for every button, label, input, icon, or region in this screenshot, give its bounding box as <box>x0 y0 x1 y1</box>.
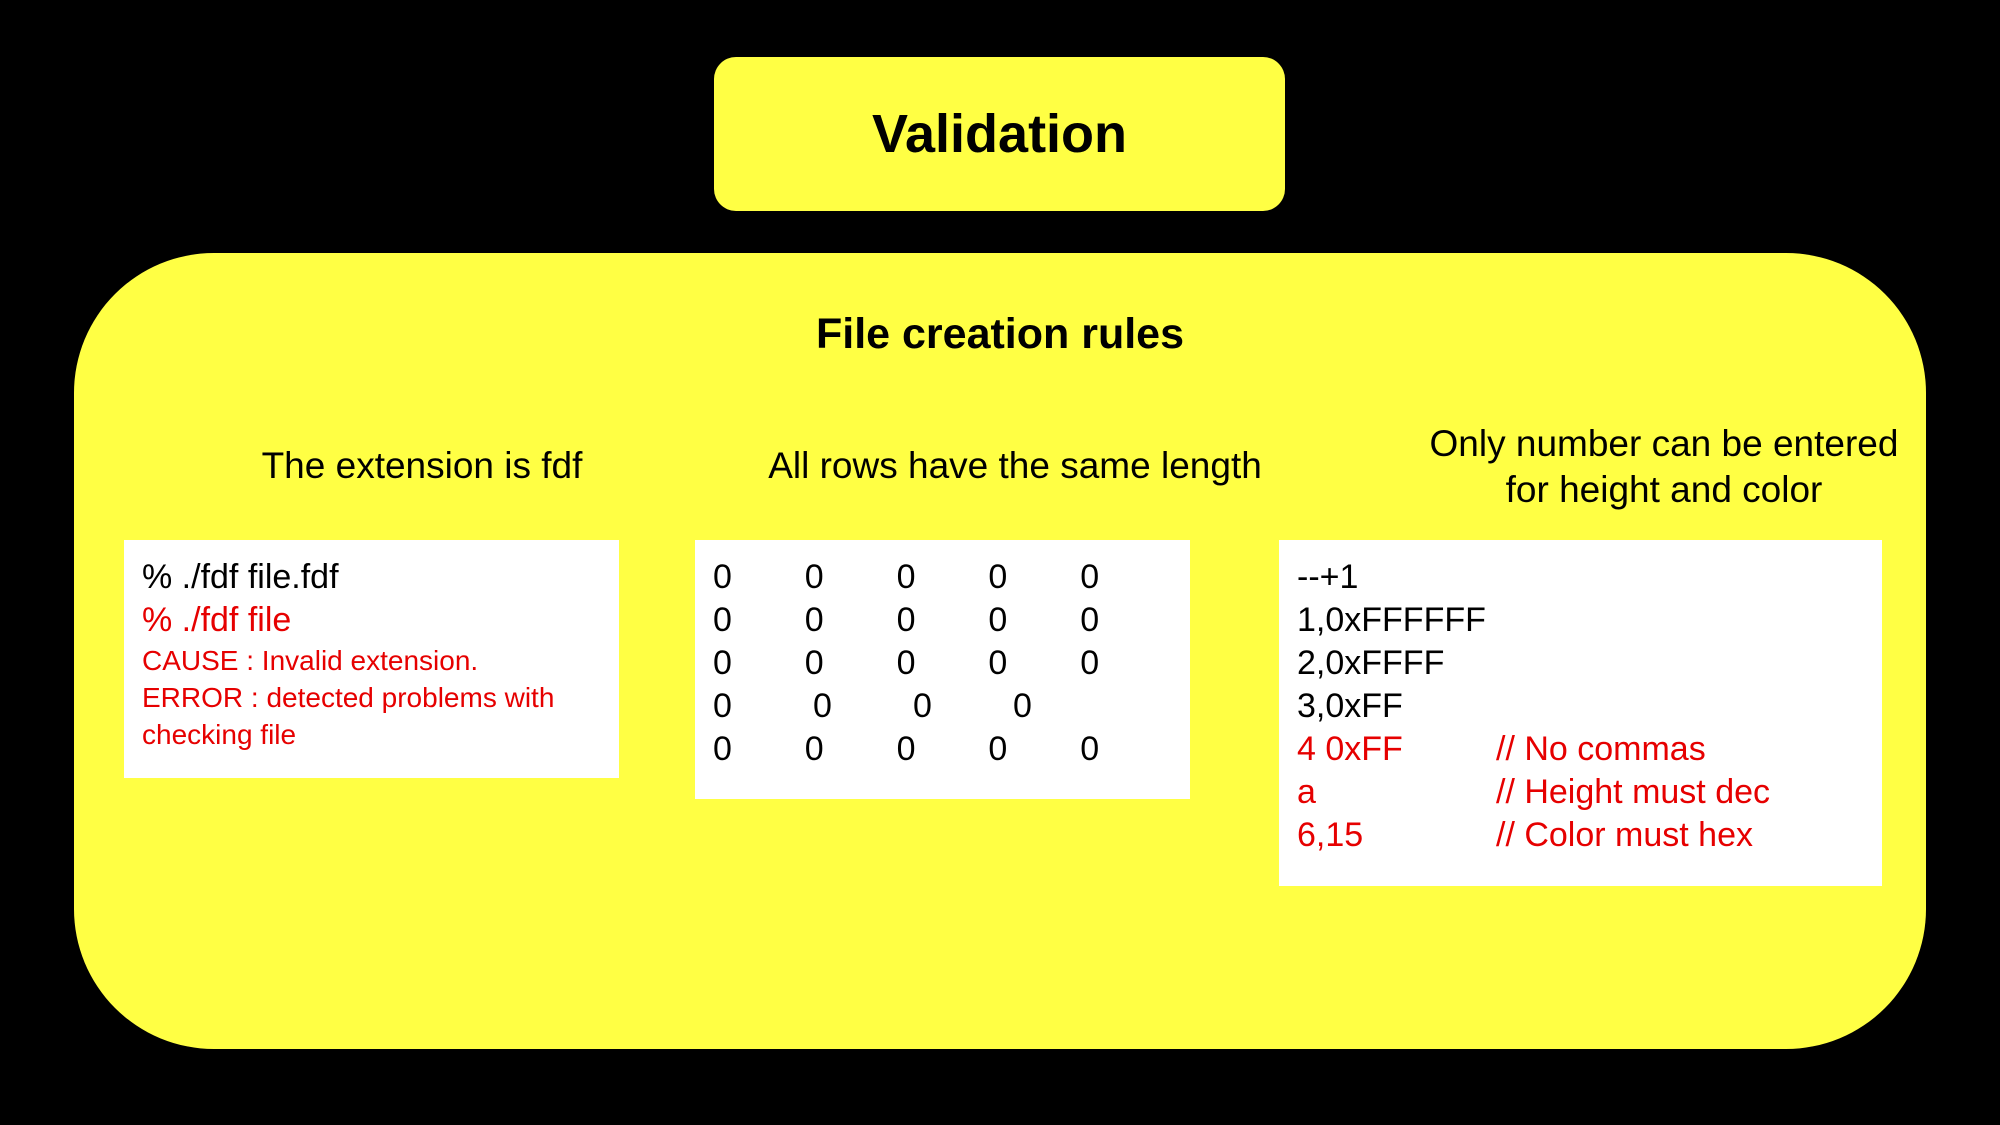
terminal-line: % ./fdf file.fdf <box>142 558 339 596</box>
value-text: 6,15 <box>1297 816 1364 854</box>
grid-cell: 0 <box>813 687 832 725</box>
value-text: a <box>1297 773 1316 811</box>
grid-cell: 0 <box>896 644 916 682</box>
value-row: --+1 <box>1297 556 1864 599</box>
grid-cell: 0 <box>804 558 824 596</box>
value-comment: // No commas <box>1496 730 1706 768</box>
number-example-card: --+1 1,0xFFFFFF 2,0xFFFF 3,0xFF 4 0xFF // No … <box>1279 540 1882 886</box>
grid-row: 0 0 0 0 0 <box>713 556 1172 599</box>
value-comment: // Height must dec <box>1496 773 1771 811</box>
grid-cell: 0 <box>804 601 824 639</box>
value-row: 6,15 // Color must hex <box>1297 814 1864 857</box>
grid-cell: 0 <box>988 644 1008 682</box>
value-row: 3,0xFF <box>1297 685 1864 728</box>
grid-cell: 0 <box>804 730 824 768</box>
grid-cell: 0 <box>713 687 732 725</box>
terminal-line: CAUSE : Invalid extension. <box>142 645 479 676</box>
row-length-rule-caption: All rows have the same length <box>768 445 1262 486</box>
grid-cell: 0 <box>913 687 932 725</box>
rules-panel: File creation rules The extension is fdf… <box>74 253 1926 1049</box>
grid-cell: 0 <box>988 730 1008 768</box>
grid-cell: 0 <box>1080 730 1100 768</box>
value-text: 4 0xFF <box>1297 730 1403 768</box>
value-text: 3,0xFF <box>1297 687 1403 725</box>
grid-cell: 0 <box>896 730 916 768</box>
number-rule-caption-line: for height and color <box>1505 469 1823 510</box>
grid-cell: 0 <box>896 601 916 639</box>
grid-cell: 0 <box>1080 601 1100 639</box>
value-text: 2,0xFFFF <box>1297 644 1445 682</box>
extension-rule-caption: The extension is fdf <box>261 445 583 486</box>
value-comment: // Color must hex <box>1496 816 1753 854</box>
grid-cell: 0 <box>1080 558 1100 596</box>
terminal-line: checking file <box>142 719 297 750</box>
slide-title: Validation <box>871 104 1128 164</box>
value-text: 1,0xFFFFFF <box>1297 601 1486 639</box>
value-row: 2,0xFFFF <box>1297 642 1864 685</box>
terminal-line: % ./fdf file <box>142 601 292 639</box>
grid-cell: 0 <box>713 730 732 768</box>
value-row: a // Height must dec <box>1297 771 1864 814</box>
value-row: 1,0xFFFFFF <box>1297 599 1864 642</box>
grid-cell: 0 <box>713 601 732 639</box>
grid-cell: 0 <box>713 558 732 596</box>
grid-row: 0 0 0 0 0 <box>713 599 1172 642</box>
grid-row: 0 0 0 0 0 <box>713 642 1172 685</box>
grid-cell: 0 <box>896 558 916 596</box>
grid-cell: 0 <box>988 558 1008 596</box>
grid-cell: 0 <box>1080 644 1100 682</box>
panel-heading: File creation rules <box>815 310 1185 358</box>
grid-cell: 0 <box>988 601 1008 639</box>
title-box: Validation <box>714 57 1285 211</box>
grid-cell: 0 <box>713 644 732 682</box>
grid-row: 0 0 0 0 <box>713 685 1172 728</box>
grid-cell: 0 <box>1013 687 1032 725</box>
grid-cell: 0 <box>804 644 824 682</box>
row-length-example-card: 0 0 0 0 0 0 0 0 0 0 0 0 0 0 0 0 0 0 0 0 0 0 0 0 <box>695 540 1190 799</box>
value-row: 4 0xFF // No commas <box>1297 728 1864 771</box>
number-rule-caption-line: Only number can be entered <box>1429 423 1899 464</box>
number-rule-caption: Only number can be entered for height an… <box>1279 421 2000 513</box>
terminal-line: ERROR : detected problems with <box>142 682 555 713</box>
value-text: --+1 <box>1297 558 1359 596</box>
grid-row: 0 0 0 0 0 <box>713 728 1172 771</box>
